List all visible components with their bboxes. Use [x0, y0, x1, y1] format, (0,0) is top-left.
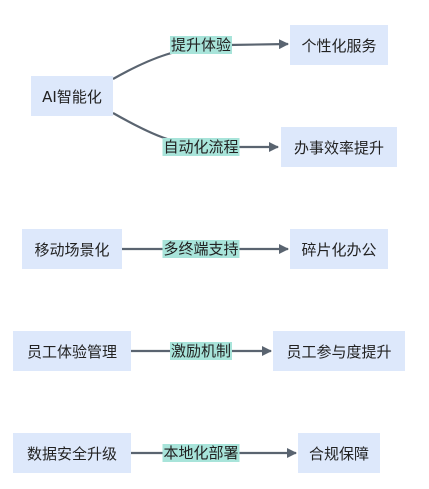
node-data-security: 数据安全升级 — [13, 433, 131, 473]
node-mobile-scene: 移动场景化 — [22, 229, 122, 269]
edge-label-incentive: 激励机制 — [169, 342, 233, 360]
edge-label-improve-experience: 提升体验 — [169, 36, 233, 54]
edge-label-automation: 自动化流程 — [162, 138, 240, 156]
node-fragmented-office: 碎片化办公 — [290, 229, 388, 269]
node-personalized-service: 个性化服务 — [290, 25, 388, 65]
node-ai: AI智能化 — [31, 76, 113, 116]
node-compliance: 合规保障 — [298, 433, 380, 473]
node-office-efficiency: 办事效率提升 — [281, 127, 397, 167]
edge-label-localized-deployment: 本地化部署 — [162, 444, 240, 462]
node-employee-experience: 员工体验管理 — [13, 331, 131, 371]
node-employee-engagement: 员工参与度提升 — [273, 331, 405, 371]
edge-label-multi-terminal: 多终端支持 — [162, 240, 240, 258]
